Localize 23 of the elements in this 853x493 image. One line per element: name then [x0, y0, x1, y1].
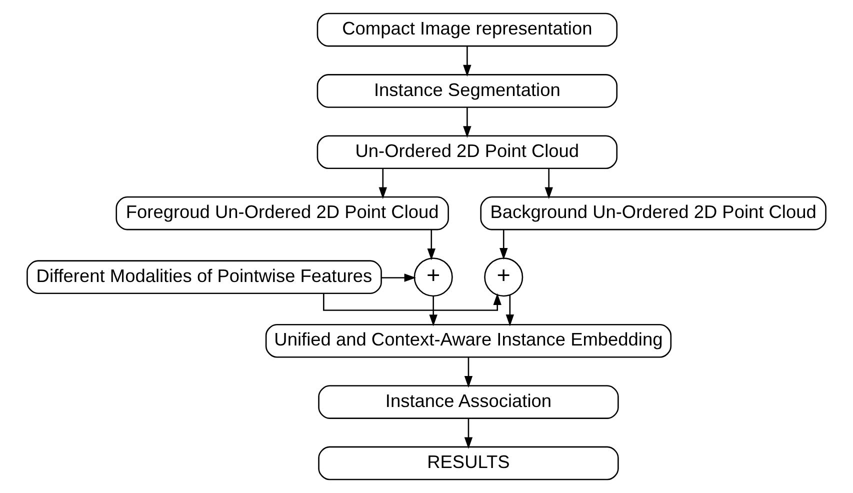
- node-box: Unified and Context-Aware Instance Embedding: [265, 324, 672, 358]
- node-circle: +: [484, 258, 524, 297]
- node-box: RESULTS: [318, 446, 619, 480]
- arrow: [381, 274, 416, 282]
- node-box: Different Modalities of Pointwise Features: [26, 260, 382, 294]
- arrow: [429, 296, 438, 326]
- arrow: [464, 358, 473, 388]
- arrow: [427, 230, 436, 260]
- arrow: [378, 168, 387, 199]
- arrow: [463, 46, 472, 77]
- arrow: [464, 418, 473, 449]
- arrow: [323, 293, 502, 311]
- node-box: Instance Segmentation: [316, 74, 618, 108]
- node-box: Un-Ordered 2D Point Cloud: [316, 135, 618, 170]
- arrow: [463, 108, 472, 138]
- node-box: Foregroud Un-Ordered 2D Point Cloud: [116, 196, 449, 230]
- node-box: Instance Association: [318, 385, 619, 419]
- arrow: [500, 230, 508, 260]
- arrow: [544, 168, 553, 199]
- node-box: Background Un-Ordered 2D Point Cloud: [480, 196, 826, 230]
- node-box: Compact Image representation: [316, 12, 618, 47]
- node-circle: +: [414, 258, 453, 297]
- arrow: [506, 295, 514, 326]
